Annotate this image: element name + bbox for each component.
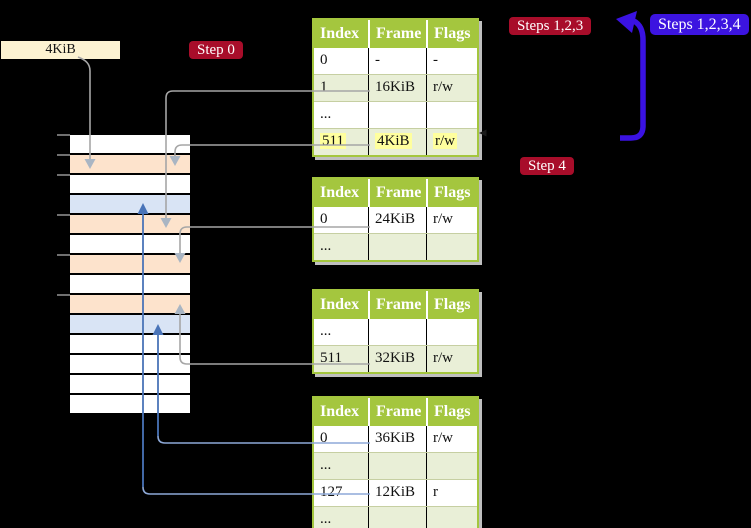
- frame-cell: [368, 319, 426, 345]
- physical-memory-strip: [70, 135, 190, 415]
- step0-label: Step 0: [189, 41, 243, 59]
- memory-row: [70, 335, 190, 355]
- table-row: 0 - -: [314, 48, 477, 74]
- frame-cell: 32KiB: [368, 346, 426, 372]
- index-cell: 0: [320, 52, 328, 68]
- frame-cell: 16KiB: [368, 75, 426, 101]
- table-header: Index Frame Flags: [314, 20, 477, 48]
- table-header: Index Frame Flags: [314, 179, 477, 207]
- flags-cell: [426, 102, 477, 128]
- memory-row: [70, 355, 190, 375]
- memory-row: [70, 235, 190, 255]
- step4-label: Step 4: [520, 157, 574, 175]
- memory-row: [70, 135, 190, 155]
- frame-cell: [368, 102, 426, 128]
- header-flags: Flags: [426, 398, 477, 426]
- index-cell: 511: [320, 133, 346, 149]
- table-row: ...: [314, 506, 477, 528]
- header-frame: Frame: [368, 179, 426, 207]
- memory-row: [70, 215, 190, 235]
- table-row: 127 12KiB r: [314, 479, 477, 506]
- page-table-4: Index Frame Flags 0 36KiB r/w ... 127 12…: [312, 396, 479, 528]
- table-row: 1 16KiB r/w: [314, 74, 477, 101]
- memory-row: [70, 155, 190, 175]
- flags-cell: r/w: [426, 75, 477, 101]
- memory-row: [70, 315, 190, 335]
- flags-cell: [426, 453, 477, 479]
- header-frame: Frame: [368, 20, 426, 48]
- frame-cell: [368, 453, 426, 479]
- table-row-highlighted: 511 4KiB r/w: [314, 128, 477, 155]
- steps123-label: Steps 1,2,3: [509, 17, 592, 35]
- frame-cell: 12KiB: [368, 480, 426, 506]
- index-cell: 0: [320, 211, 328, 227]
- index-cell: 511: [320, 350, 342, 366]
- flags-cell: [426, 507, 477, 528]
- table-row: ...: [314, 319, 477, 345]
- memory-row: [70, 295, 190, 315]
- black-arrowhead-icon: [479, 129, 487, 137]
- index-cell: ...: [320, 323, 332, 339]
- flags-cell: [426, 234, 477, 260]
- flags-cell: r/w: [426, 426, 477, 452]
- flags-cell: r/w: [426, 129, 477, 155]
- frame-cell: 4KiB: [368, 129, 426, 155]
- memory-row: [70, 175, 190, 195]
- index-cell: ...: [320, 511, 332, 527]
- header-frame: Frame: [368, 291, 426, 319]
- memory-row: [70, 395, 190, 415]
- index-cell: ...: [320, 238, 332, 254]
- memory-row: [70, 275, 190, 295]
- page-table-3: Index Frame Flags ... 511 32KiB r/w: [312, 289, 479, 374]
- flags-cell: -: [426, 48, 477, 74]
- flags-cell: [426, 319, 477, 345]
- table-header: Index Frame Flags: [314, 398, 477, 426]
- header-flags: Flags: [426, 291, 477, 319]
- header-index: Index: [320, 25, 360, 42]
- table-row: ...: [314, 101, 477, 128]
- header-frame: Frame: [368, 398, 426, 426]
- steps1234-label: Steps 1,2,3,4: [650, 14, 749, 35]
- index-cell: ...: [320, 457, 332, 473]
- header-index: Index: [320, 403, 360, 420]
- frame-cell: -: [368, 48, 426, 74]
- header-flags: Flags: [426, 20, 477, 48]
- frame-cell: [368, 234, 426, 260]
- page-table-2: Index Frame Flags 0 24KiB r/w ...: [312, 177, 479, 262]
- header-flags: Flags: [426, 179, 477, 207]
- table-row: 0 24KiB r/w: [314, 207, 477, 233]
- strip-tick-marks: [57, 134, 70, 296]
- index-cell: 0: [320, 430, 328, 446]
- memory-row: [70, 195, 190, 215]
- table-header: Index Frame Flags: [314, 291, 477, 319]
- table-row: 511 32KiB r/w: [314, 345, 477, 372]
- frame-size-box: 4KiB: [1, 41, 120, 59]
- header-index: Index: [320, 184, 360, 201]
- flags-cell: r: [426, 480, 477, 506]
- index-cell: 1: [320, 79, 328, 95]
- frame-cell: 36KiB: [368, 426, 426, 452]
- table-row: ...: [314, 233, 477, 260]
- frame-cell: [368, 507, 426, 528]
- index-cell: 127: [320, 484, 343, 500]
- big-blue-arrow-icon: [616, 11, 646, 141]
- table-row: ...: [314, 452, 477, 479]
- flags-cell: r/w: [426, 207, 477, 233]
- page-table-1: Index Frame Flags 0 - - 1 16KiB r/w ... …: [312, 18, 479, 157]
- index-cell: ...: [320, 106, 332, 122]
- memory-row: [70, 375, 190, 395]
- table-row: 0 36KiB r/w: [314, 426, 477, 452]
- memory-row: [70, 255, 190, 275]
- header-index: Index: [320, 296, 360, 313]
- frame-cell: 24KiB: [368, 207, 426, 233]
- flags-cell: r/w: [426, 346, 477, 372]
